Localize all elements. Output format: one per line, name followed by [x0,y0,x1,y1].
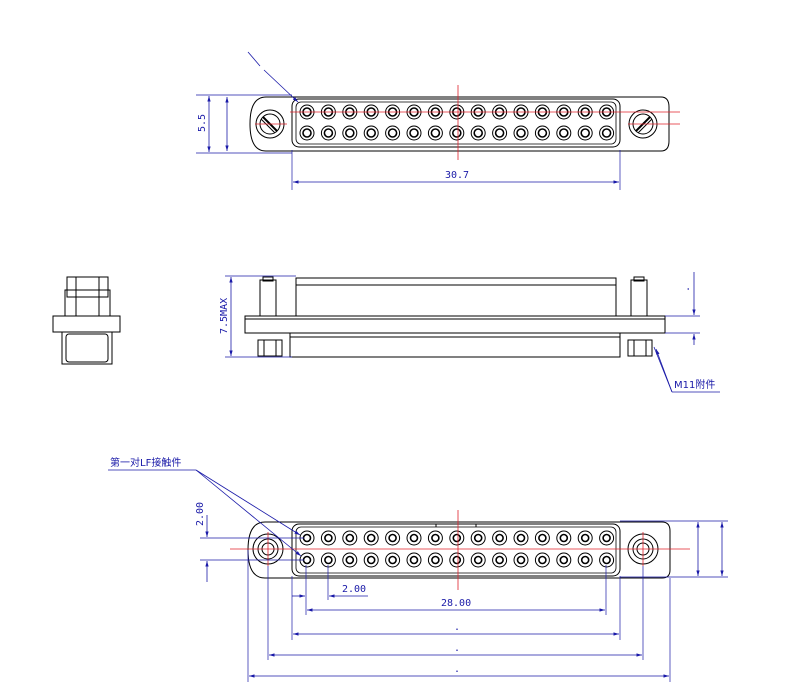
svg-text:.: . [454,664,460,675]
contact-pin [449,530,465,546]
first-contact-label: 第一对LF接触件 [110,456,181,469]
overall-width-dimension: . [247,550,671,682]
accessory-label: M11附件 [674,378,715,391]
pin-span-dimension: 28.00 [307,565,607,615]
svg-text:.: . [454,643,460,654]
contact-pin [556,530,572,546]
flange-dimension: . [665,272,700,345]
top-view-insert [291,98,621,148]
contact-pin [513,552,529,568]
contact-pin [385,552,401,568]
contact-pin [363,552,379,568]
contact-pin [449,552,465,568]
contact-pin [385,125,401,141]
contact-pin [427,530,443,546]
accessory-callout: M11附件 [653,346,720,393]
bottom-height-dimensions [620,520,728,578]
pin-pitch-value: 2.00 [342,584,366,595]
contact-pin [427,552,443,568]
contact-pin [363,530,379,546]
contact-pin [492,530,508,546]
contact-pin [342,530,358,546]
row-pitch-dimension: 2.00 [195,502,304,582]
bottom-view-pin-grid [299,530,615,568]
contact-pin [320,530,336,546]
contact-pin [599,125,615,141]
top-view: 5.5 30.7 [196,51,680,190]
contact-pin [534,125,550,141]
svg-text:.: . [681,286,692,292]
contact-pin [513,530,529,546]
contact-pin [492,552,508,568]
pin-span-value: 28.00 [441,598,471,609]
contact-pin [577,125,593,141]
top-height-dimension: 5.5 [196,94,292,154]
top-view-pin-grid [299,104,615,141]
top-height-value: 5.5 [197,114,208,132]
contact-pin [534,530,550,546]
contact-pin [513,125,529,141]
contact-pin [449,125,465,141]
contact-pin [406,125,422,141]
contact-pin [320,552,336,568]
side-height-value: 7.5MAX [219,298,230,334]
svg-text:.: . [454,622,460,633]
contact-pin [599,552,615,568]
contact-pin [363,125,379,141]
end-view [52,276,121,365]
contact-pin [577,552,593,568]
side-view: 7.5MAX . M11附件 [219,272,720,393]
top-width-value: 30.7 [445,170,469,181]
contact-pin [577,530,593,546]
hole-spacing-dimension: . [267,566,644,660]
contact-pin [470,125,486,141]
contact-pin [385,530,401,546]
contact-pin [556,125,572,141]
pin-pitch-dimension: 2.00 [292,565,368,615]
contact-pin [299,125,315,141]
bottom-view: 第一对LF接触件 2.00 2.00 [108,456,728,682]
top-width-dimension: 30.7 [291,150,621,190]
contact-pin [492,125,508,141]
contact-pin [406,530,422,546]
first-contact-callout: 第一对LF接触件 [108,456,302,557]
contact-pin [406,552,422,568]
contact-pin [320,125,336,141]
contact-pin [342,125,358,141]
contact-pin [599,530,615,546]
contact-pin [427,125,443,141]
contact-pin [342,552,358,568]
insert-width-dimension: . [291,576,621,640]
contact-pin [470,530,486,546]
contact-pin [470,552,486,568]
left-nut [257,339,283,357]
row-pitch-value: 2.00 [195,502,206,526]
right-nut [627,339,653,357]
side-height-dimension: 7.5MAX [219,275,296,358]
contact-pin [534,552,550,568]
top-view-flange [249,96,670,152]
contact-pin [556,552,572,568]
